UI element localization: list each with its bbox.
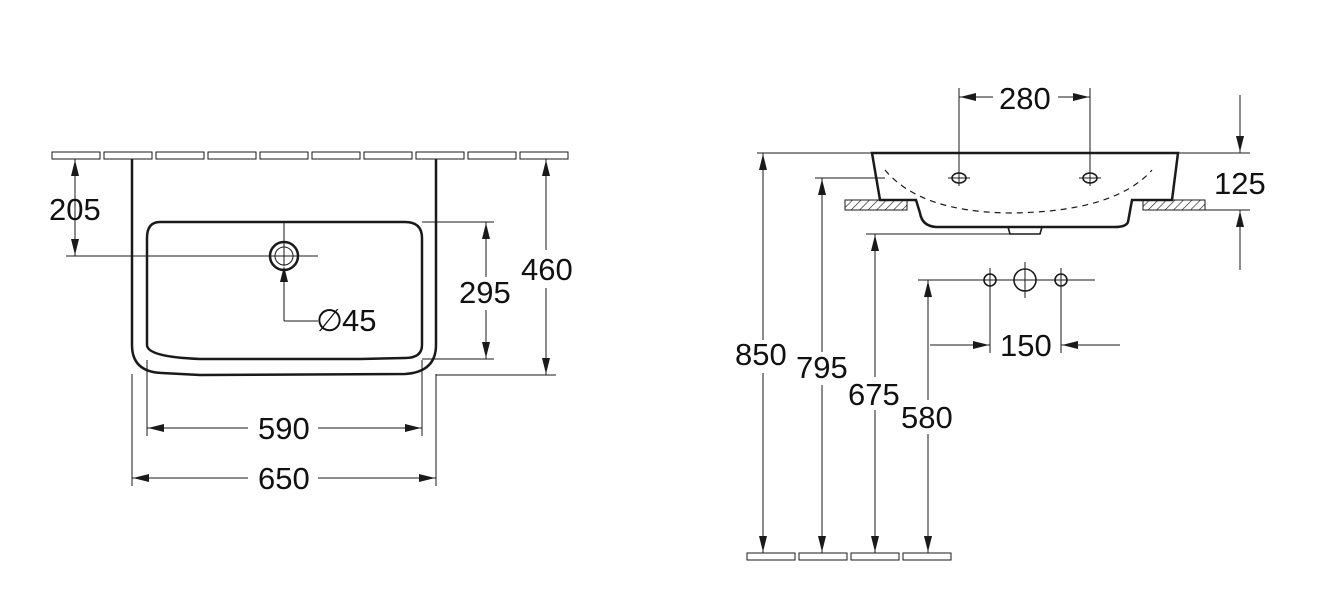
dim-150: 150 — [930, 328, 1120, 363]
dim-tap-hole-diameter: 45 — [342, 303, 376, 338]
front-wall-strip — [51, 151, 569, 160]
dim-depth: 460 — [521, 252, 573, 287]
dim-waste-height: 675 — [848, 377, 900, 412]
bowl-outline — [145, 220, 424, 361]
dim-bowl-depth: 295 — [459, 275, 511, 310]
bowl-dashed-profile — [884, 169, 1153, 214]
dim-580: 580 — [901, 279, 1095, 553]
dim-inner-width: 590 — [258, 411, 310, 446]
counter-right-section — [1142, 199, 1206, 211]
dim-205: 205 — [49, 159, 250, 257]
dim-tap-spacing: 280 — [999, 81, 1051, 116]
tap-hole — [250, 222, 318, 272]
dim-295: 295 — [422, 221, 511, 360]
side-view: 280 125 850 795 — [735, 81, 1266, 561]
basin-side-profile — [870, 151, 1180, 229]
waste-outlet — [1007, 226, 1043, 235]
front-view: ∅ 45 205 295 460 — [49, 151, 573, 496]
dim-590: 590 — [146, 360, 423, 446]
basin-outer-outline — [130, 159, 438, 377]
dim-bowl-height: 795 — [796, 350, 848, 385]
dim-basin-thickness: 125 — [1214, 166, 1266, 201]
dim-outer-width: 650 — [258, 461, 310, 496]
supply-connections — [983, 262, 1068, 353]
dim-650: 650 — [131, 374, 437, 496]
dim-tap-hole-offset: 205 — [49, 192, 101, 227]
floor-strip — [746, 552, 952, 561]
side-tap-holes — [948, 172, 1101, 184]
dim-rim-height: 850 — [735, 337, 787, 372]
dim-supply-spacing: 150 — [1000, 328, 1052, 363]
dim-460: 460 — [436, 159, 573, 376]
dim-675: 675 — [848, 233, 1010, 553]
dim-795: 795 — [796, 177, 885, 553]
dim-125: 125 — [1178, 95, 1266, 270]
diameter-symbol: ∅ — [316, 303, 343, 338]
dim-850: 850 — [735, 152, 872, 553]
dim-280: 280 — [958, 81, 1091, 186]
counter-left-section — [844, 199, 908, 211]
dim-supply-height: 580 — [901, 400, 953, 435]
